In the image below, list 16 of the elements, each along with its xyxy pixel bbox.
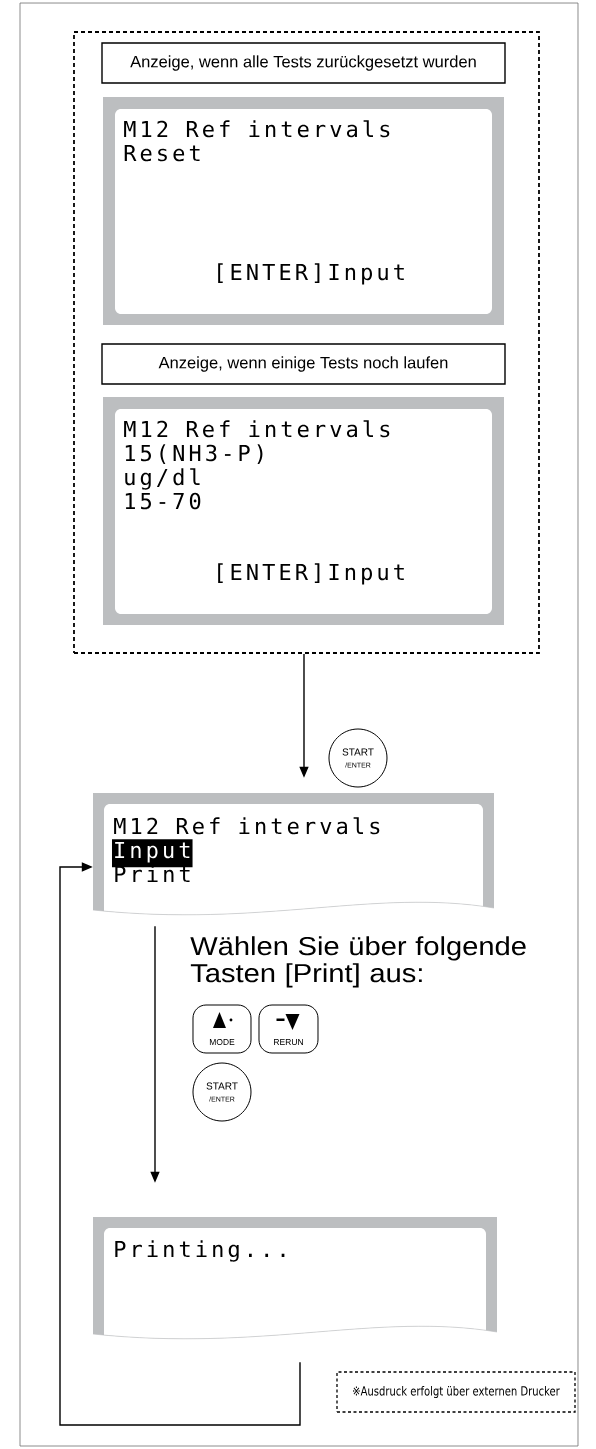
lcd-screen: M12 Ref intervals Input Print (92, 793, 495, 915)
node-label: M12 Ref intervals (114, 817, 380, 835)
node-label: Input (115, 841, 190, 863)
note-box: ※Ausdruck erfolgt über externen Drucker (336, 1371, 576, 1413)
instruction-text: Wählen Sie über folgende Tasten [Print] aus: (190, 936, 526, 988)
caption-box: Anzeige, wenn einige Tests noch laufen (101, 343, 506, 385)
node-label: Print (115, 865, 190, 883)
node-label: Printing... (115, 1240, 285, 1262)
caption-box: Anzeige, wenn alle Tests zurückgesetzt wurden (101, 42, 506, 84)
mode-key: MODE (192, 1004, 252, 1054)
arrow (59, 862, 301, 1426)
lcd-screen: M12 Ref intervals Reset [ENTER]Input (103, 97, 504, 325)
rerun-key: RERUN (258, 1004, 319, 1054)
lcd-screen: Printing... (92, 1217, 498, 1339)
lcd-screen: M12 Ref intervals 15(NH3-P) ug/dl 15-70 [ENTER]Input (103, 397, 504, 625)
dashed-group-frame (73, 31, 540, 654)
